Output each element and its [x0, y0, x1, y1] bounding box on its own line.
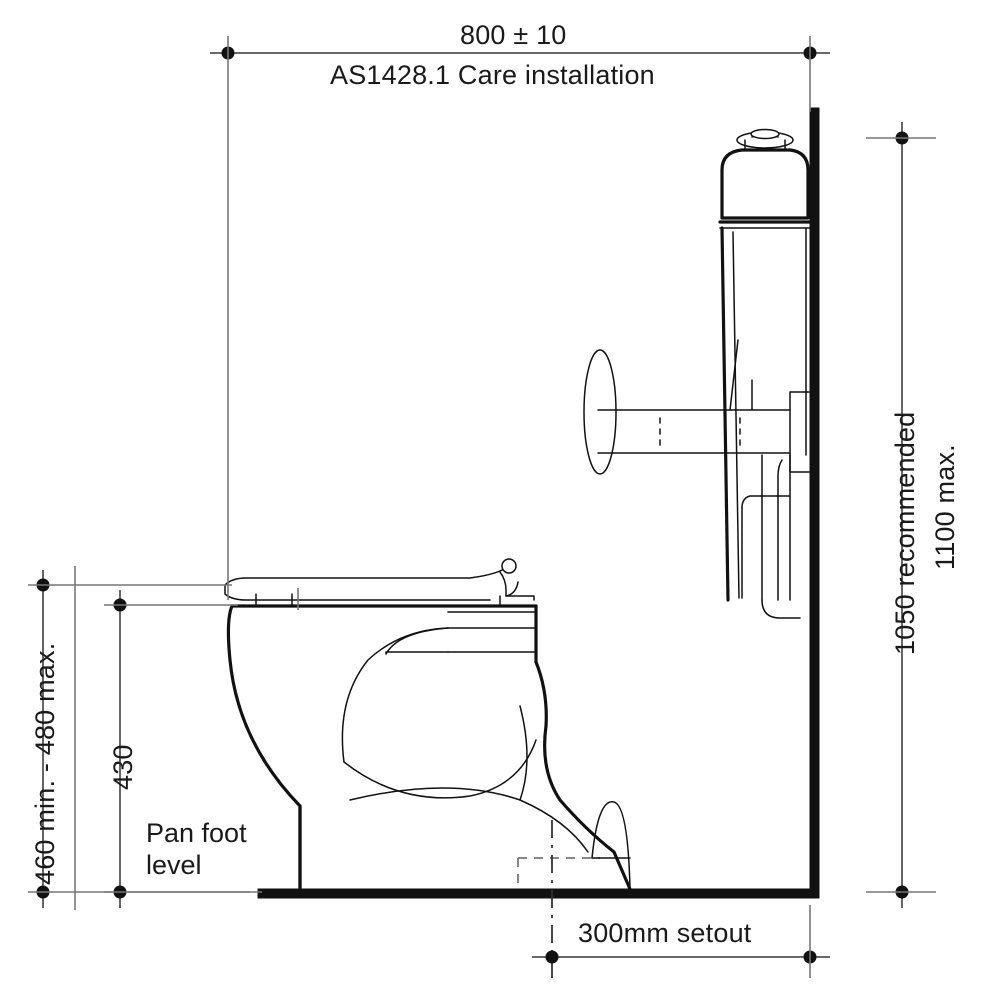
dimension-top	[210, 36, 830, 600]
dimension-left-inner-label: 430	[108, 744, 138, 790]
flush-button	[736, 128, 794, 151]
dimension-right	[866, 122, 936, 908]
dimension-right-primary: 1050 recommended	[890, 411, 920, 655]
dimension-left-inner	[104, 588, 299, 908]
cistern	[718, 148, 812, 602]
pan-foot-level-line2: level	[146, 850, 202, 880]
backrest-pad	[583, 349, 617, 475]
dimension-top-standard: AS1428.1 Care installation	[330, 60, 655, 90]
pan-foot-level-line1: Pan foot	[146, 818, 247, 848]
dimension-bottom-label: 300mm setout	[578, 918, 752, 948]
toilet-pan	[226, 604, 632, 891]
dimension-top-value: 800 ± 10	[460, 20, 567, 50]
pan-outlet	[517, 801, 631, 890]
dimension-bottom	[532, 905, 830, 978]
flush-pipe	[741, 459, 791, 601]
wall	[809, 107, 820, 899]
floor	[257, 888, 820, 899]
dimension-left-outer-label: 460 min. - 480 max.	[30, 642, 60, 885]
grab-rail	[597, 339, 801, 619]
toilet-seat	[224, 558, 535, 607]
dimension-right-secondary: 1100 max.	[930, 444, 960, 570]
dimension-left-outer	[28, 566, 262, 910]
wall-mounting-plate	[789, 391, 813, 473]
